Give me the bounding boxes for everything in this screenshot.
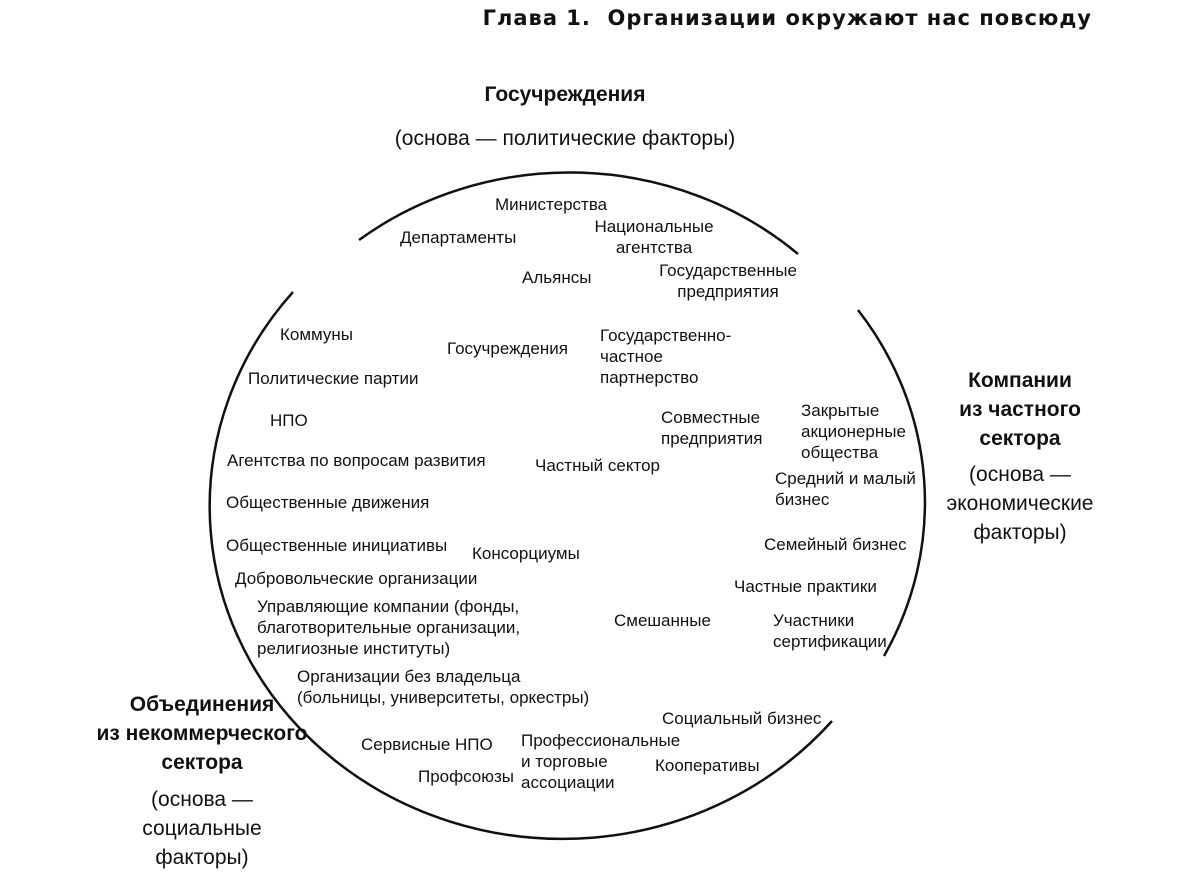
label-certification: Участники сертификации	[773, 611, 887, 651]
label-development-agencies: Агентства по вопросам развития	[227, 451, 486, 470]
label-ministries: Министерства	[495, 195, 608, 214]
sector-title-private: Компании из частного сектора	[959, 369, 1081, 450]
label-social-business: Социальный бизнес	[662, 709, 822, 728]
label-family-business: Семейный бизнес	[764, 535, 907, 554]
circle-arc-government	[358, 171, 799, 255]
label-service-ngo: Сервисные НПО	[361, 735, 493, 754]
circle-arc-private	[857, 309, 927, 657]
label-political-parties: Политические партии	[248, 369, 419, 388]
sector-subtitle-private: (основа — экономические факторы)	[946, 463, 1094, 544]
label-ownerless-orgs: Организации без владельца (больницы, уни…	[297, 667, 590, 707]
label-government-center: Госучреждения	[447, 339, 568, 358]
chapter-title: Организации окружают нас повсюду	[607, 6, 1092, 30]
label-closed-jsc: Закрытые акционерные общества	[801, 401, 906, 462]
label-smb: Средний и малый бизнес	[775, 469, 916, 509]
label-social-movements: Общественные движения	[226, 493, 430, 512]
circle-arc-nonprofit	[208, 291, 833, 841]
sector-title-government: Госучреждения	[484, 83, 646, 106]
label-ngo: НПО	[270, 411, 308, 430]
label-professional-assoc: Профессиональные и торговые ассоциации	[521, 731, 681, 792]
sector-subtitle-government: (основа — политические факторы)	[394, 127, 736, 150]
label-national-agencies: Национальные агентства	[594, 217, 714, 257]
chapter-number: Глава 1.	[482, 6, 591, 30]
label-managing-companies: Управляющие компании (фонды, благотворит…	[257, 597, 521, 658]
label-alliances: Альянсы	[522, 268, 592, 287]
label-joint-ventures: Совместные предприятия	[661, 408, 763, 448]
chapter-header: Глава 1. Организации окружают нас повсюд…	[483, 6, 1092, 30]
label-trade-unions: Профсоюзы	[418, 767, 515, 786]
sector-subtitle-nonprofit: (основа — социальные факторы)	[142, 788, 262, 869]
label-cooperatives: Кооперативы	[655, 756, 760, 775]
label-departments: Департаменты	[400, 228, 517, 247]
label-state-enterprises: Государственные предприятия	[659, 261, 797, 301]
label-consortia: Консорциумы	[472, 544, 580, 563]
label-volunteer-orgs: Добровольческие организации	[235, 569, 478, 588]
sector-title-nonprofit: Объединения из некоммерческого сектора	[96, 693, 308, 774]
label-private-practices: Частные практики	[734, 577, 877, 596]
label-communes: Коммуны	[280, 325, 354, 344]
label-mixed: Смешанные	[614, 611, 711, 630]
label-ppp: Государственно- частное партнерство	[600, 326, 732, 387]
label-private-sector-center: Частный сектор	[535, 456, 660, 475]
label-social-initiatives: Общественные инициативы	[226, 536, 448, 555]
